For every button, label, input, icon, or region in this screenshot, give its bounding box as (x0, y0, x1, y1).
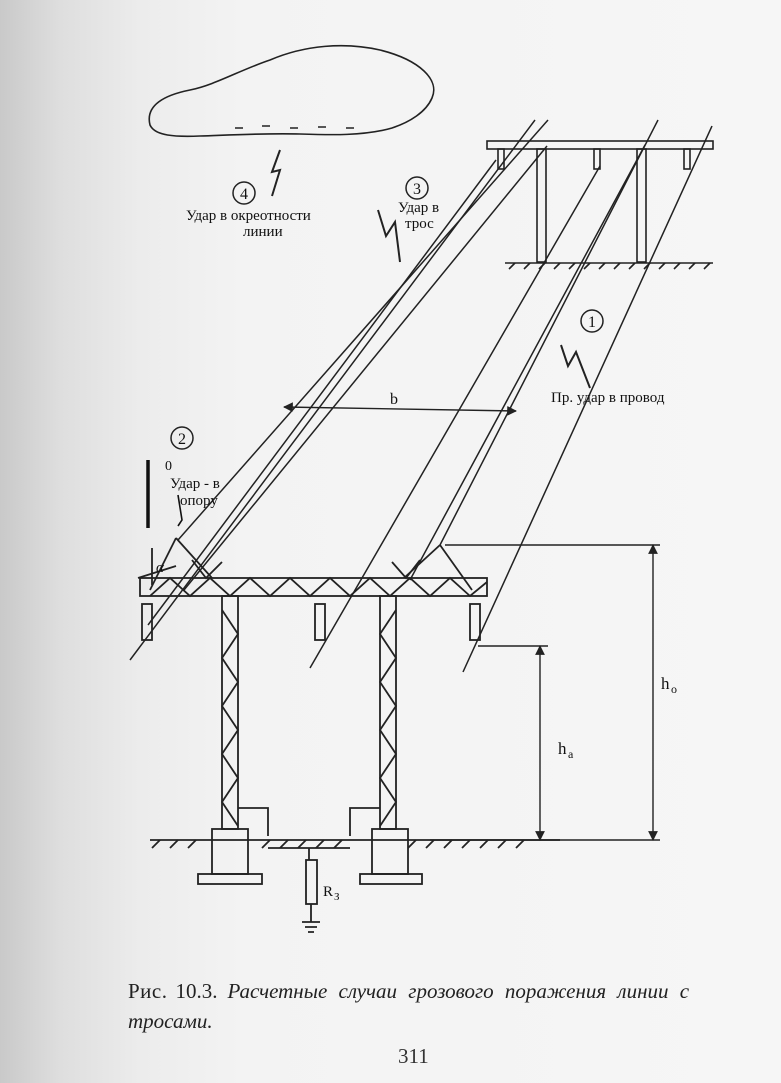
page-number: 311 (398, 1044, 429, 1069)
span-b-label: b (390, 391, 398, 408)
thundercloud (149, 46, 434, 137)
h-a-label: h a (558, 739, 574, 761)
case-3-label-line2: трос (405, 216, 434, 232)
alpha-label: α (156, 560, 165, 576)
case-1-label: Пр. удар в провод (551, 390, 665, 406)
svg-text:a: a (568, 747, 574, 761)
case-2-label-line1: Удар - в (170, 476, 220, 492)
case-1-number: 1 (588, 314, 596, 331)
lightning-bolt-3 (378, 210, 400, 262)
lightning-bolt-1 (561, 345, 590, 388)
caption-label: Рис. (128, 979, 168, 1003)
case-3-number: 3 (413, 181, 421, 198)
case-3-label-line1: Удар в (398, 200, 439, 216)
case-4-label-line2: линии (243, 224, 283, 240)
svg-text:о: о (671, 682, 677, 696)
r-z-label: R З (323, 884, 340, 903)
svg-text:h: h (558, 739, 567, 758)
case-4-number: 4 (240, 186, 248, 203)
case-2-number: 2 (178, 431, 186, 448)
figure-caption: Рис.10.3.Расчетные случаи грозового пора… (128, 976, 748, 1036)
svg-text:R: R (323, 884, 333, 900)
distant-tower (487, 141, 713, 269)
lightning-line-diagram: 4 Удар в окреотности линии 3 Удар в трос… (0, 0, 781, 960)
height-dimensions (430, 545, 660, 840)
svg-text:З: З (334, 891, 340, 903)
case-2-label-line2: опору (180, 493, 218, 509)
svg-text:h: h (661, 674, 670, 693)
case-2-zero: 0 (165, 459, 172, 474)
h-o-label: h о (661, 674, 677, 696)
case-4-label-line1: Удар в окреотности (186, 208, 311, 224)
lightning-bolt-4 (272, 150, 280, 196)
caption-number: 10.3. (176, 979, 218, 1003)
